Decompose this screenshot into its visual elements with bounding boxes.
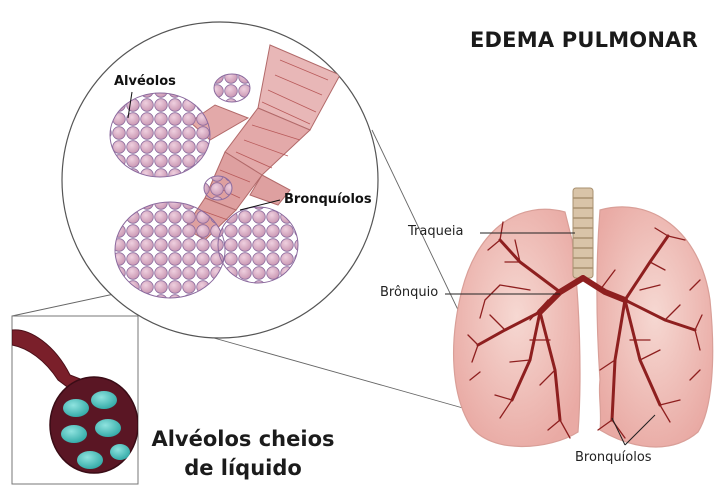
caption-line-1: Alvéolos cheios [148,425,338,454]
label-traqueia: Traqueia [408,224,463,239]
trachea [573,188,593,278]
left-lung-shape [597,207,713,447]
label-bronquio: Brônquio [380,285,438,300]
label-alveolos: Alvéolos [114,74,176,89]
right-lung-shape [454,209,580,446]
lungs [454,188,713,447]
label-bronquiolos-lung: Bronquíolos [575,450,652,465]
label-bronquiolos-zoom: Bronquíolos [284,192,372,207]
caption-line-2: de líquido [148,454,338,483]
page-title: EDEMA PULMONAR [470,28,698,52]
